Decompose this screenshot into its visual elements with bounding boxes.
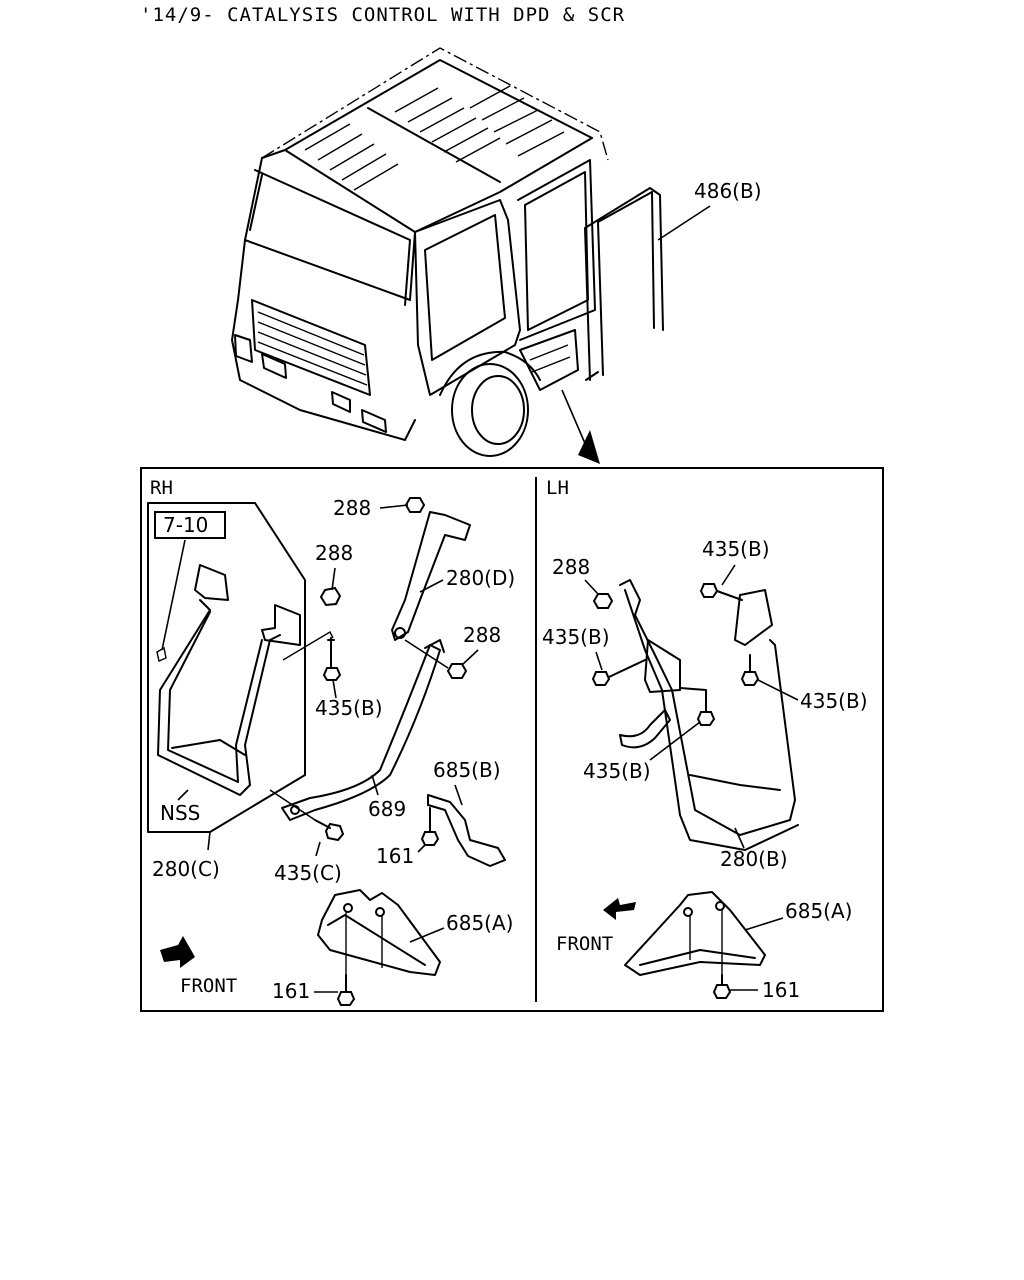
label-435b-rh: 435(B) <box>315 696 383 720</box>
label-685a-lh: 685(A) <box>785 899 852 923</box>
nss-label: NSS <box>160 801 200 825</box>
lh-panel: LH 288 280(B) 435(B) 435(B) 435(B) <box>542 477 868 1002</box>
label-685b: 685(B) <box>433 758 501 782</box>
bolt-435c-icon <box>324 822 345 842</box>
pipe-689 <box>281 644 441 821</box>
ref-box <box>154 511 226 539</box>
label-486b: 486(B) <box>694 179 762 203</box>
bolt-435b-icon <box>696 711 716 726</box>
rh-side-label: RH <box>150 477 173 499</box>
lh-side-label: LH <box>546 477 569 499</box>
label-288-lh: 288 <box>552 555 590 579</box>
label-288-top: 288 <box>333 496 371 520</box>
label-161-lh: 161 <box>762 978 800 1002</box>
nut-288-icon <box>592 593 614 609</box>
label-435c: 435(C) <box>274 861 342 885</box>
label-161-bottom: 161 <box>272 979 310 1003</box>
bolt-161-icon <box>336 991 356 1006</box>
label-280d: 280(D) <box>446 566 515 590</box>
detail-frame <box>140 467 884 1012</box>
lh-front-label: FRONT <box>556 933 613 955</box>
label-435b-lh-top: 435(B) <box>702 537 770 561</box>
label-280b: 280(B) <box>720 847 788 871</box>
bracket-280b <box>619 579 799 851</box>
nut-288-icon <box>319 586 342 607</box>
label-685a-rh: 685(A) <box>446 911 513 935</box>
step-685a-rh <box>317 889 441 976</box>
bracket-280d <box>391 511 471 641</box>
bolt-435b-icon <box>591 671 611 686</box>
bolt-161-icon <box>420 831 440 846</box>
nut-288-icon <box>446 663 468 679</box>
truck-cab-drawing <box>231 47 711 464</box>
step-685a-lh <box>624 891 766 976</box>
bolt-161-icon <box>712 984 732 999</box>
label-435b-lh-lower: 435(B) <box>583 759 651 783</box>
label-280c: 280(C) <box>152 857 220 881</box>
label-161-mid: 161 <box>376 844 414 868</box>
bracket-685b <box>427 794 506 867</box>
page-title: '14/9- CATALYSIS CONTROL WITH DPD & SCR <box>140 4 626 26</box>
front-arrow-icon <box>160 936 195 968</box>
label-435b-lh-right: 435(B) <box>800 689 868 713</box>
ref-box-label: 7-10 <box>163 513 208 537</box>
bolt-435b-icon <box>740 671 760 686</box>
label-288-mid: 288 <box>315 541 353 565</box>
nss-inset-outline <box>147 502 306 833</box>
bolt-435b-icon <box>322 667 342 681</box>
nss-step-bracket <box>157 564 301 796</box>
front-arrow-icon <box>603 898 636 920</box>
label-288-right: 288 <box>463 623 501 647</box>
nut-288-icon <box>404 497 426 513</box>
rh-panel: RH 7-10 NSS 280(C) 288 288 280 <box>147 477 515 1006</box>
label-689: 689 <box>368 797 406 821</box>
label-435b-lh-left: 435(B) <box>542 625 610 649</box>
rh-front-label: FRONT <box>180 975 237 997</box>
bolt-435b-icon <box>699 583 719 598</box>
